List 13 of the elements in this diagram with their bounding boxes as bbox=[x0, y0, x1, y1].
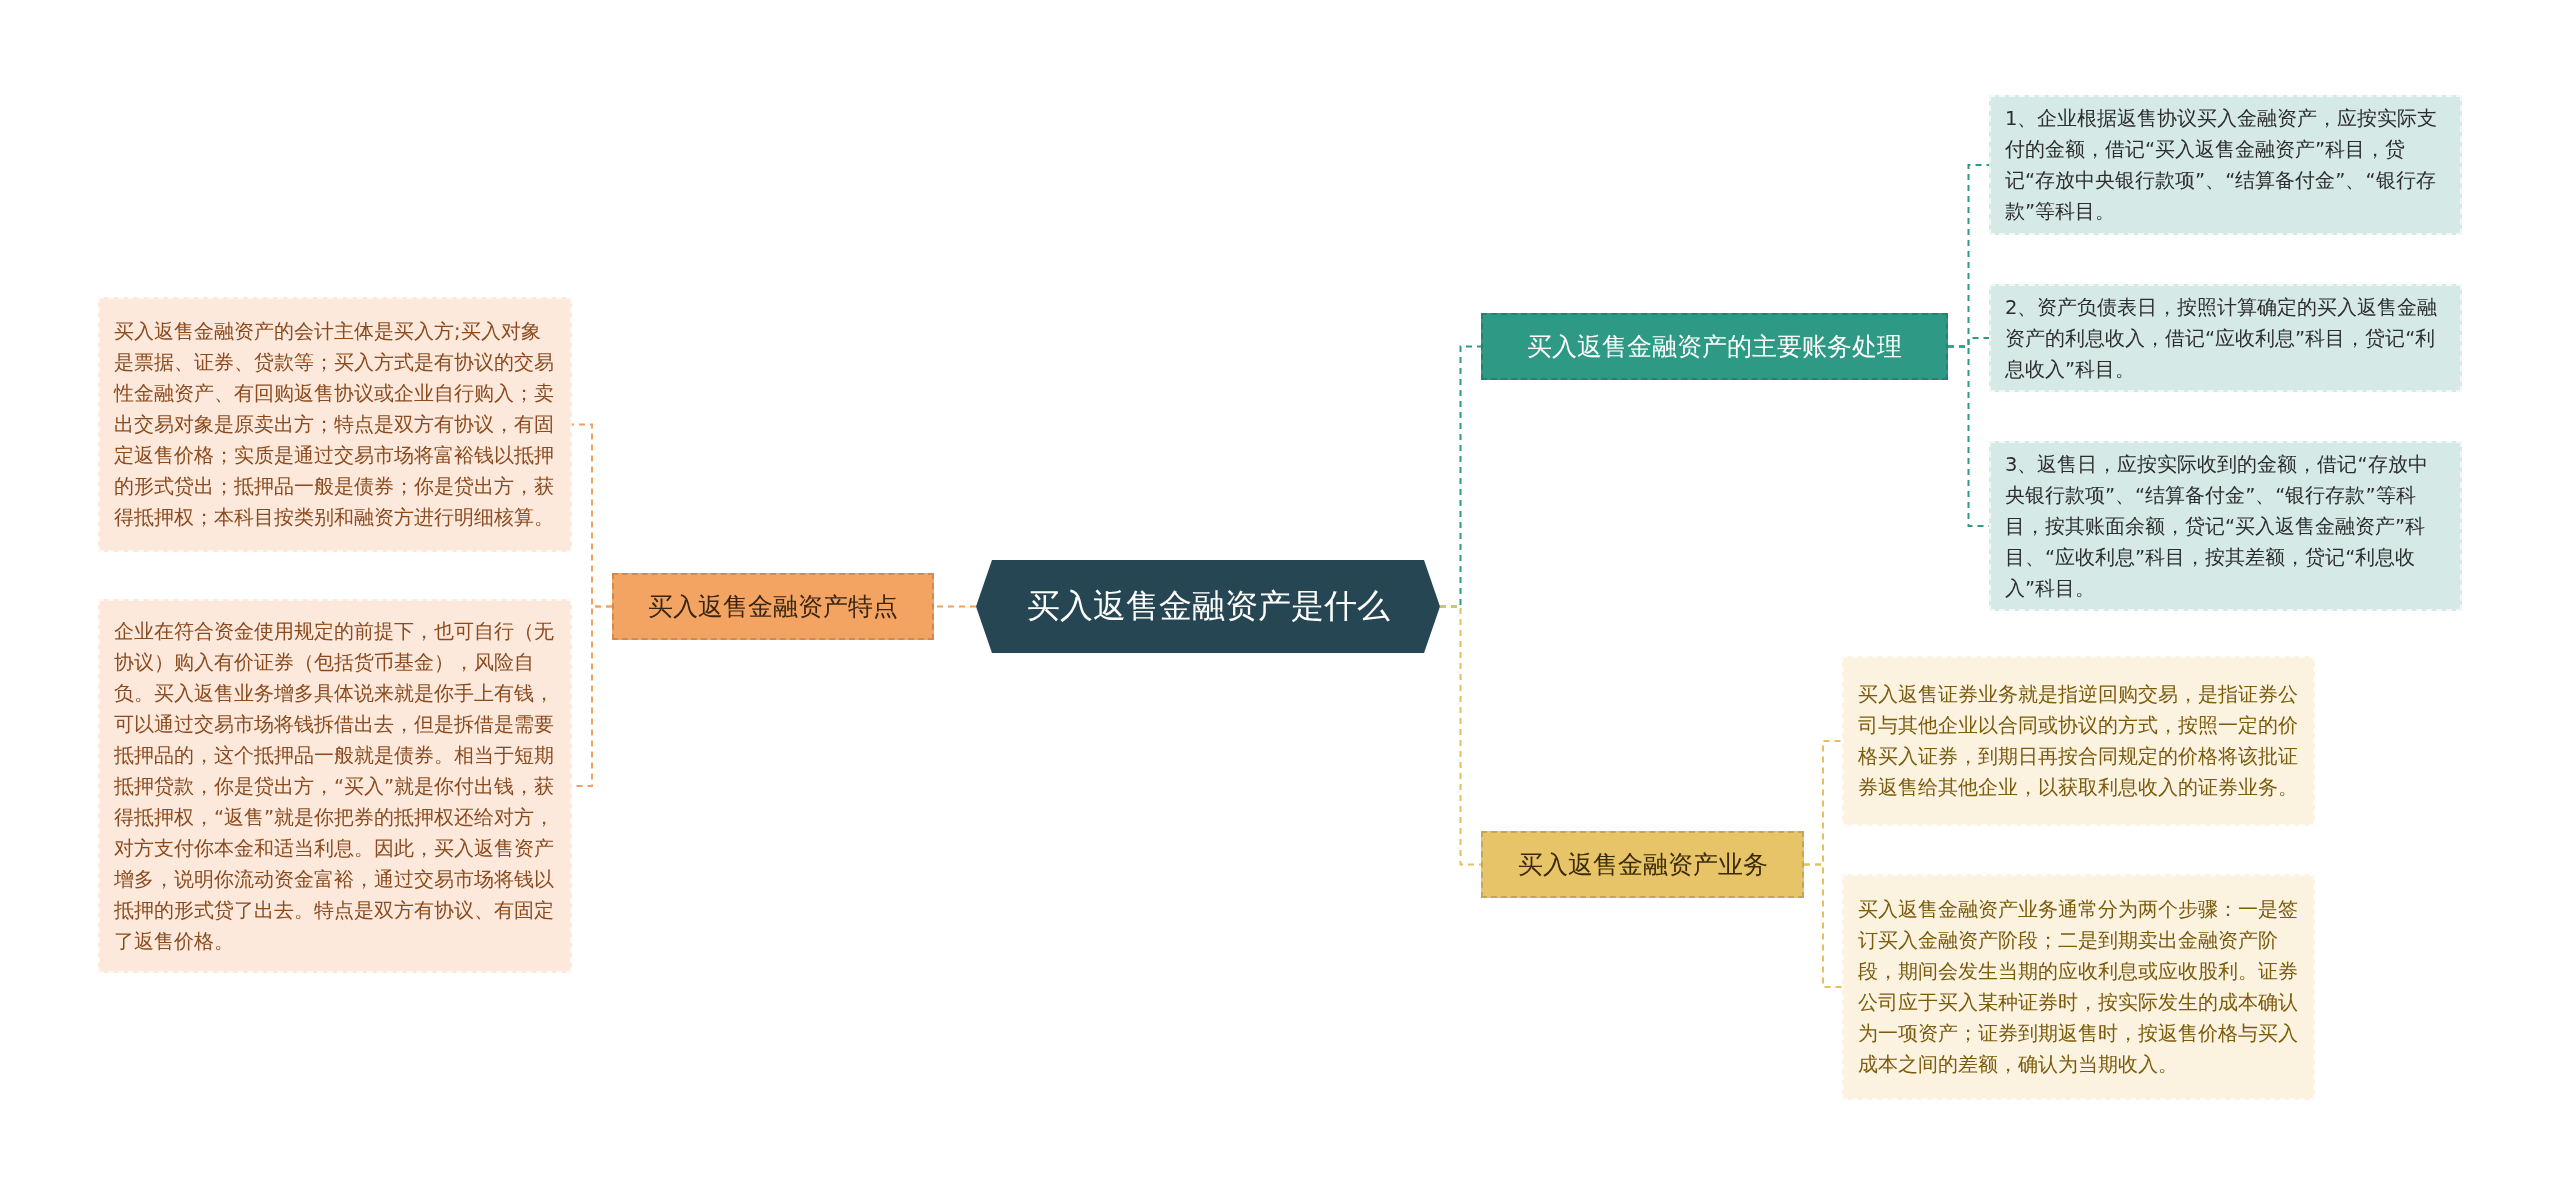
note-card: 买入返售金融资产业务通常分为两个步骤：一是签订买入金融资产阶段；二是到期卖出金融资产阶段，期间会发生当期的应收利息或应收股利。证券公司应于买入某种证券时，按实际发生的成本确认为一项资产；证券到期返售时，按返售价格与买入成本之间的差额，确认为当期收入。 bbox=[1842, 874, 2315, 1100]
note-card: 2、资产负债表日，按照计算确定的买入返售金融资产的利息收入，借记“应收利息”科目，贷记“利息收入”科目。 bbox=[1989, 284, 2462, 392]
connector-line bbox=[1803, 863, 1843, 988]
note-card: 买入返售证券业务就是指逆回购交易，是指证券公司与其他企业以合同或协议的方式，按照一定的价格买入证券，到期日再按合同规定的价格将该批证券返售给其他企业，以获取利息收入的证券业务。 bbox=[1842, 656, 2315, 826]
branch-topic: 买入返售金融资产特点 bbox=[612, 573, 934, 640]
note-card: 买入返售金融资产的会计主体是买入方;买入对象是票据、证券、贷款等；买入方式是有协议的交易性金融资产、有回购返售协议或企业自行购入；卖出交易对象是原卖出方；特点是双方有协议，有固定返售价格；实质是通过交易市场将富裕钱以抵押的形式贷出；抵押品一般是债券；你是贷出方，获得抵押权；本科目按类别和融资方进行明细核算。 bbox=[98, 297, 572, 552]
branch-topic: 买入返售金融资产业务 bbox=[1481, 831, 1804, 898]
note-card: 1、企业根据返售协议买入金融资产，应按实际支付的金额，借记“买入返售金融资产”科目，贷记“存放中央银行款项”、“结算备付金”、“银行存款”等科目。 bbox=[1989, 95, 2462, 235]
note-card: 3、返售日，应按实际收到的金额，借记“存放中央银行款项”、“结算备付金”、“银行存款”等科目，按其账面余额，贷记“买入返售金融资产”科目、“应收利息”科目，按其差额，贷记“利息收入”科目。 bbox=[1989, 441, 2462, 611]
note-card: 企业在符合资金使用规定的前提下，也可自行（无协议）购入有价证券（包括货币基金），风险自负。买入返售业务增多具体说来就是你手上有钱，可以通过交易市场将钱拆借出去，但是拆借是需要抵押品的，这个抵押品一般就是债券。相当于短期抵押贷款，你是贷出方，“买入”就是你付出钱，获得抵押权，“返售”就是你把券的抵押权还给对方，对方支付你本金和适当利息。因此，买入返售资产增多，说明你流动资金富裕，通过交易市场将钱以抵押的形式贷了出去。特点是双方有协议、有固定了返售价格。 bbox=[98, 599, 572, 973]
connector-line bbox=[1439, 605, 1482, 866]
central-topic: 买入返售金融资产是什么 bbox=[976, 560, 1440, 653]
branch-topic: 买入返售金融资产的主要账务处理 bbox=[1481, 313, 1948, 380]
